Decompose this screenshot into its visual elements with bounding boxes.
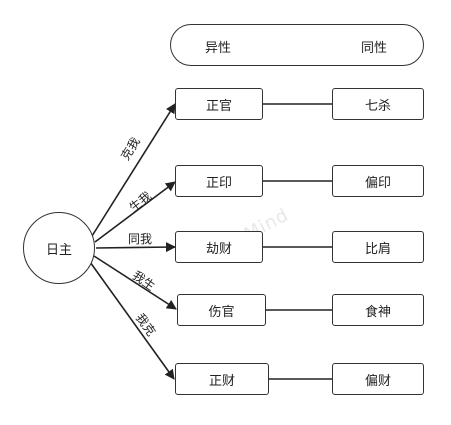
node-pianyin: 偏印 [332, 165, 424, 197]
node-zhengcai: 正财 [175, 363, 269, 395]
node-jiecai: 劫财 [175, 231, 263, 263]
header-opposite-label: 异性 [205, 41, 232, 56]
node-shishen: 食神 [332, 294, 424, 326]
node-piancai: 偏财 [332, 363, 424, 395]
node-zhengyin: 正印 [175, 165, 263, 197]
header-same-label: 同性 [361, 41, 388, 56]
arrow-wosheng [93, 255, 177, 310]
arrow-shengwo [94, 181, 176, 243]
node-bijian: 比肩 [332, 231, 424, 263]
arrow-tongwo [95, 242, 176, 253]
arrow-kewo [91, 103, 176, 237]
node-zhengguan: 正官 [175, 88, 263, 120]
node-qisha: 七杀 [332, 88, 424, 120]
gender-header: 异性 同性 [170, 24, 424, 66]
center-node-riz: 日主 [23, 212, 95, 284]
arrow-woke [89, 261, 175, 380]
relation-label-3: 同我 [128, 232, 153, 246]
node-shangguan: 伤官 [177, 294, 266, 326]
